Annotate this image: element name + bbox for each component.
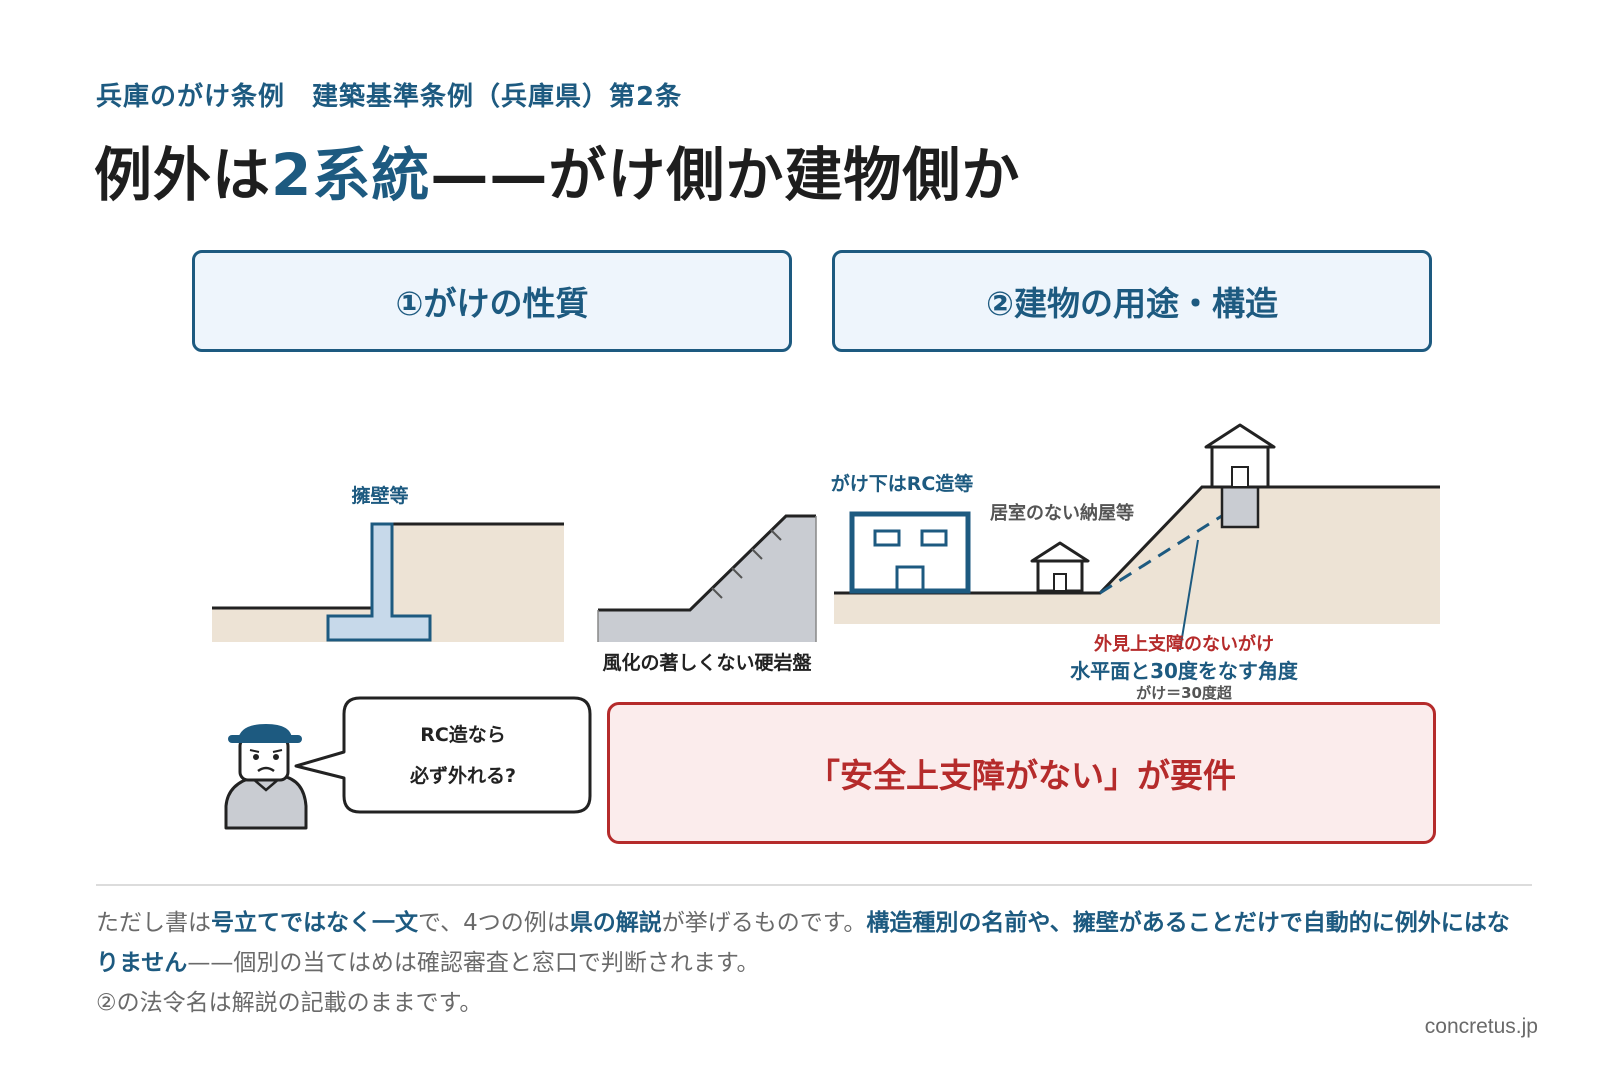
cliff-definition-label: がけ＝30度超 [1136,684,1233,702]
shed-icon [1030,541,1090,593]
shed-label: 居室のない納屋等 [990,502,1134,524]
retaining-wall-illustration: 擁壁等 [212,484,564,642]
note-text-4: ——個別の当てはめは確認審査と窓口で判断されます。 [187,950,760,976]
requirement-text: 「安全上支障がない」が要件 [807,756,1236,795]
rc-label: がけ下はRC造等 [831,472,974,495]
retaining-wall-icon [326,522,432,642]
note-text-1: ただし書は [96,910,211,936]
rock-hatch-marks [711,529,782,599]
requirement-box: 「安全上支障がない」が要件 [607,702,1436,844]
thirty-degree-line [1099,510,1229,595]
note-highlight-2: 県の解説 [569,910,662,936]
note-highlight-3: 構造種別の名前や、擁壁があることだけで自動的に例外にはなりません [96,910,1510,976]
building-side-illustration: がけ下はRC造等 居室のない納屋等 外見上支障のないがけ 水平面と30度をなす角… [831,423,1440,702]
note-highlight-1: 号立てではなく一文 [211,910,418,936]
divider [96,884,1532,886]
worried-person-icon [224,724,308,830]
no-hindrance-label: 外見上支障のないがけ [1094,633,1274,655]
note-text-3: が挙げるものです。 [661,910,867,936]
house-on-top-icon [1204,423,1276,529]
speech-line-2: 必ず外れる? [409,764,516,787]
page-title: 例外は2系統——がけ側か建物側か [94,128,1020,212]
category-cliff-box: ①がけの性質 [192,250,792,352]
title-part-1: 例外は [94,141,272,209]
angle-callout-line [1179,539,1199,651]
hard-rock-label: 風化の著しくない硬岩盤 [602,651,812,674]
category-cliff-label: ①がけの性質 [395,284,589,323]
category-building-box: ②建物の用途・構造 [832,250,1432,352]
title-part-2: ——がけ側か建物側か [430,141,1021,209]
category-building-label: ②建物の用途・構造 [986,284,1278,323]
note-text-5: ②の法令名は解説の記載のままです。 [96,990,483,1016]
speech-line-1: RC造なら [420,723,506,746]
footnote: ただし書は号立てではなく一文で、4つの例は県の解説が挙げるものです。構造種別の名… [96,903,1516,1023]
angle-label: 水平面と30度をなす角度 [1070,659,1299,683]
hard-rock-illustration: 風化の著しくない硬岩盤 [597,514,817,674]
rc-building-icon [849,511,971,594]
speech-bubble: RC造なら 必ず外れる? [294,696,592,814]
source-credit: concretus.jp [1424,1015,1538,1038]
note-text-2: で、4つの例は [418,910,570,936]
kicker-text: 兵庫のがけ条例 建築基準条例（兵庫県）第2条 [96,82,683,112]
rock-mass [598,516,816,642]
title-accent: 2系統 [271,141,431,209]
retaining-wall-label: 擁壁等 [351,484,408,507]
